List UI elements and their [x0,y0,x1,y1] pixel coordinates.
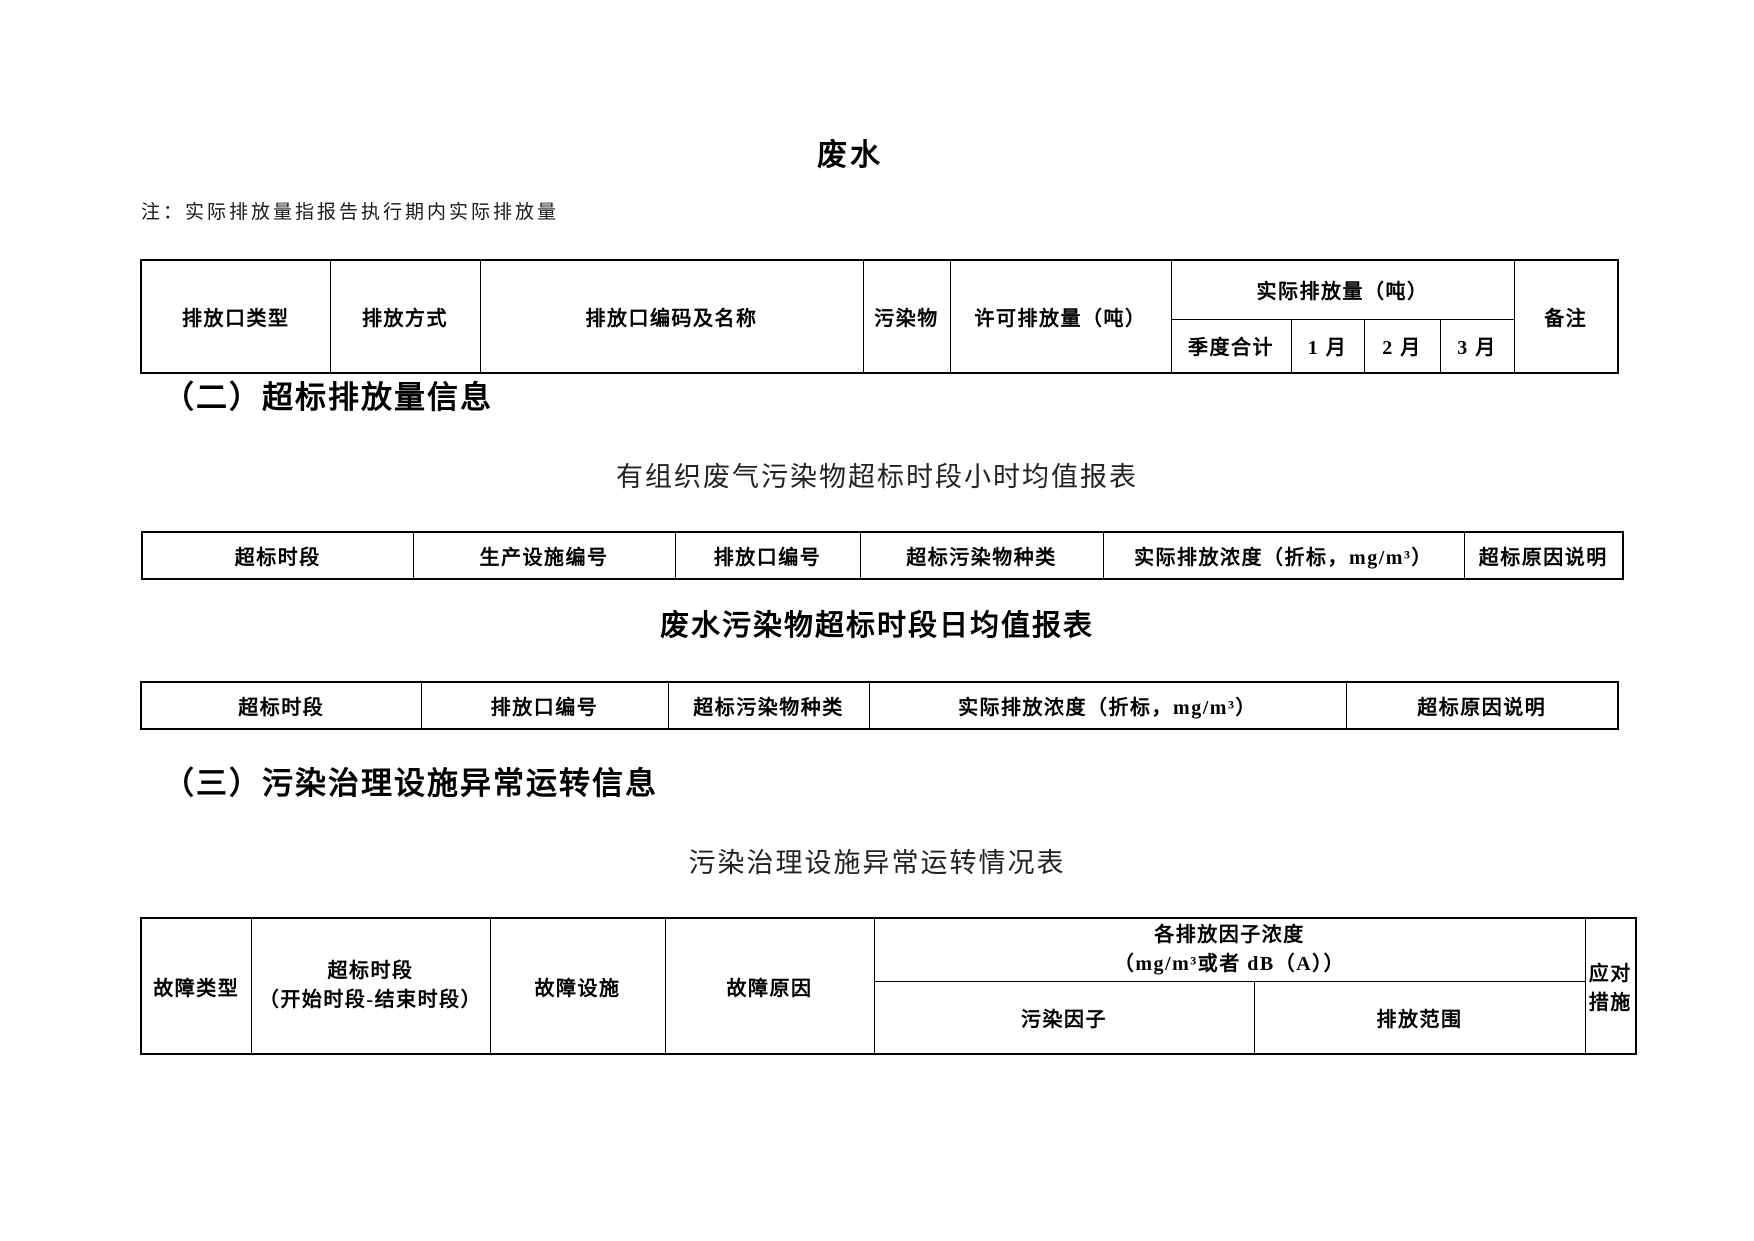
daily-report-subtitle: 废水污染物超标时段日均值报表 [659,610,1094,642]
header-exceed-period: 超标时段 [141,531,414,580]
header-month-1: 1 月 [1290,318,1365,374]
header-pollutant-type: 超标污染物种类 [859,531,1104,580]
header-actual-concentration: 实际排放浓度（折标，mg/m³） [868,681,1347,730]
header-exceed-period: 超标时段 [140,681,422,730]
quarterly-emission-table: 排放口类型 排放方式 排放口编码及名称 污染物 许可排放量（吨） 实际排放量（吨… [140,259,1619,374]
hourly-exceedance-table: 超标时段 生产设施编号 排放口编号 超标污染物种类 实际排放浓度（折标，mg/m… [141,531,1624,580]
header-pollutant: 污染物 [862,259,951,374]
header-month-2: 2 月 [1363,318,1441,374]
daily-exceedance-table: 超标时段 排放口编号 超标污染物种类 实际排放浓度（折标，mg/m³） 超标原因… [140,681,1619,730]
section-2-heading: （二）超标排放量信息 [163,380,493,415]
abnormal-operation-table: 故障类型 超标时段 （开始时段-结束时段） 故障设施 故障原因 各排放因子浓度 … [140,917,1637,1055]
header-actual-amount-group: 实际排放量（吨） [1170,259,1515,320]
note-text: 注：实际排放量指报告执行期内实际排放量 [141,202,560,223]
section-3-heading: （三）污染治理设施异常运转信息 [163,766,658,801]
header-permitted-amount: 许可排放量（吨） [949,259,1172,374]
abnormal-operation-subtitle: 污染治理设施异常运转情况表 [688,848,1066,878]
header-actual-concentration: 实际排放浓度（折标，mg/m³） [1102,531,1465,580]
header-exceed-reason: 超标原因说明 [1345,681,1619,730]
header-pollution-factor: 污染因子 [873,980,1255,1055]
header-remark: 备注 [1513,259,1619,374]
header-month-3: 3 月 [1439,318,1515,374]
header-quarter-total: 季度合计 [1170,318,1292,374]
header-fault-facility: 故障设施 [489,917,666,1055]
header-emission-range: 排放范围 [1253,980,1586,1055]
header-fault-reason: 故障原因 [664,917,875,1055]
header-outlet-type: 排放口类型 [140,259,331,374]
header-discharge-mode: 排放方式 [329,259,481,374]
header-exceed-period: 超标时段 （开始时段-结束时段） [250,917,491,1055]
hourly-report-subtitle: 有组织废气污染物超标时段小时均值报表 [616,462,1138,492]
header-pollutant-type: 超标污染物种类 [667,681,870,730]
header-fault-type: 故障类型 [140,917,252,1055]
header-outlet-code-name: 排放口编码及名称 [479,259,864,374]
header-response-measures: 应对措施 [1584,917,1637,1055]
header-factor-concentration-group: 各排放因子浓度 （mg/m³或者 dB（A）） [873,917,1586,982]
header-exceed-reason: 超标原因说明 [1463,531,1624,580]
header-outlet-code: 排放口编号 [674,531,861,580]
header-facility-code: 生产设施编号 [412,531,676,580]
header-outlet-code: 排放口编号 [420,681,669,730]
page-title: 废水 [817,139,883,172]
